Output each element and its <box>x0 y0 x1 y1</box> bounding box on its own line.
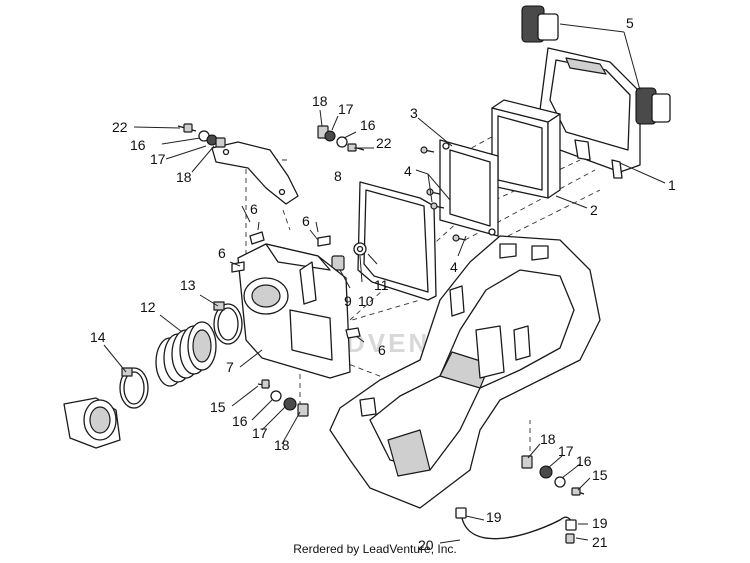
callout-15b: 15 <box>592 467 608 483</box>
callout-15a: 15 <box>210 399 226 415</box>
callout-12: 12 <box>140 299 156 315</box>
credit-line: Rerdered by LeadVenture, Inc. <box>293 542 457 556</box>
callout-21: 21 <box>592 534 608 550</box>
callout-8: 8 <box>334 168 342 184</box>
callout-20: 20 <box>418 537 434 553</box>
callout-22a: 22 <box>112 119 128 135</box>
fastener-set-bottom-right <box>521 455 585 496</box>
air-filter-part <box>491 99 561 199</box>
callout-17a: 17 <box>252 425 268 441</box>
callout-3: 3 <box>410 105 418 121</box>
callout-9: 9 <box>344 293 352 309</box>
hose-clamp-14-part <box>119 367 149 409</box>
callout-17d: 17 <box>558 443 574 459</box>
callout-22b: 22 <box>376 135 392 151</box>
filter-frame-part <box>439 139 499 237</box>
drain-hose-part <box>455 507 577 544</box>
fastener-set-top-middle <box>317 125 365 152</box>
callout-14: 14 <box>90 329 106 345</box>
callout-leaders <box>103 23 666 544</box>
callout-2: 2 <box>590 202 598 218</box>
callout-11: 11 <box>374 277 389 293</box>
small-fittings-part <box>331 242 367 271</box>
retaining-clip-part <box>521 5 671 125</box>
hose-clip-part <box>231 231 361 339</box>
hose-clamp-13-part <box>213 301 243 345</box>
callout-19b: 19 <box>592 515 608 531</box>
callout-6a: 6 <box>250 201 258 217</box>
callout-16d: 16 <box>576 453 592 469</box>
callout-4a: 4 <box>404 163 412 179</box>
callout-18b: 18 <box>176 169 192 185</box>
callout-6d: 6 <box>378 342 386 358</box>
callout-5: 5 <box>626 15 634 31</box>
callout-10: 10 <box>358 293 374 309</box>
callout-18a: 18 <box>274 437 290 453</box>
callout-numbers: 1 2 3 4 4 5 6 6 6 6 7 8 9 10 11 12 13 14… <box>90 15 676 553</box>
callout-17c: 17 <box>338 101 354 117</box>
callout-18d: 18 <box>540 431 556 447</box>
callout-6b: 6 <box>302 213 310 229</box>
fastener-set-top-left <box>177 123 226 148</box>
callout-19a: 19 <box>486 509 502 525</box>
airbox-base-part <box>329 235 601 509</box>
callout-6c: 6 <box>218 245 226 261</box>
callout-16c: 16 <box>360 117 376 133</box>
intake-housing-part <box>237 243 351 379</box>
callout-17b: 17 <box>150 151 166 167</box>
callout-16a: 16 <box>232 413 248 429</box>
airbox-cover-part <box>539 47 641 179</box>
callout-1: 1 <box>668 177 676 193</box>
callout-13: 13 <box>180 277 196 293</box>
callout-18c: 18 <box>312 93 328 109</box>
callout-16b: 16 <box>130 137 146 153</box>
mounting-bracket-part <box>211 141 299 205</box>
callout-7: 7 <box>226 359 234 375</box>
throttle-adapter-part <box>63 397 121 449</box>
gasket-part <box>357 181 437 301</box>
fastener-set-bottom-middle <box>257 379 309 417</box>
intake-hose-part <box>155 321 217 387</box>
callout-4b: 4 <box>450 259 458 275</box>
